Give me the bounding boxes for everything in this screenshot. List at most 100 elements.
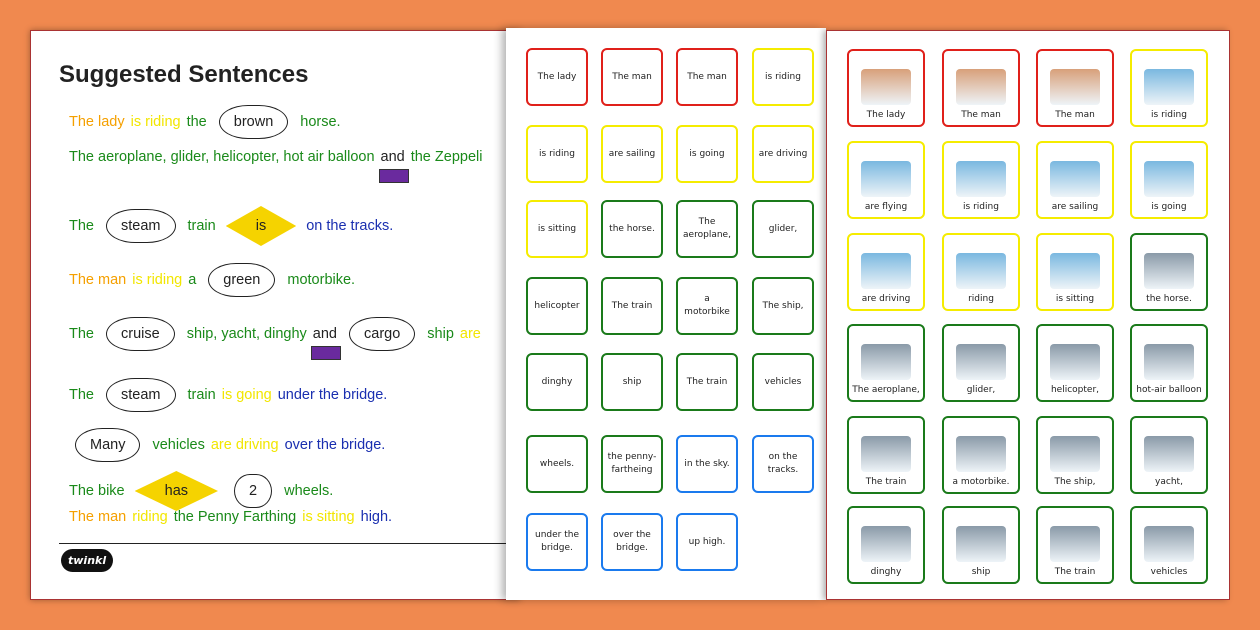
sentence-word: is riding bbox=[132, 272, 183, 288]
picture-card[interactable]: yacht, bbox=[1130, 416, 1208, 494]
cloud-word: cargo bbox=[349, 317, 416, 351]
old-ship-icon bbox=[956, 526, 1006, 562]
sentence-word: the Zeppeli bbox=[410, 149, 483, 165]
dinghy-icon bbox=[861, 526, 911, 562]
picture-card[interactable]: The train bbox=[1036, 506, 1114, 584]
word-card[interactable]: is riding bbox=[752, 48, 814, 106]
picture-card[interactable]: riding bbox=[942, 233, 1020, 311]
picture-card-label: helicopter, bbox=[1050, 385, 1100, 395]
picture-card-label: is riding bbox=[963, 202, 999, 212]
picture-card[interactable]: a motorbike. bbox=[942, 416, 1020, 494]
picture-card[interactable]: are flying bbox=[847, 141, 925, 219]
word-card[interactable]: helicopter bbox=[526, 277, 588, 335]
train-icon bbox=[1050, 526, 1100, 562]
helicopter-icon bbox=[1050, 344, 1100, 380]
word-card[interactable]: under the bridge. bbox=[526, 513, 588, 571]
word-card[interactable]: The aeroplane, bbox=[676, 200, 738, 258]
picture-card[interactable]: are sailing bbox=[1036, 141, 1114, 219]
sentence-word: The bbox=[69, 326, 94, 342]
picture-card-label: hot-air balloon bbox=[1136, 385, 1202, 395]
word-card[interactable]: the penny-fartheing bbox=[601, 435, 663, 493]
sentence-word: The bbox=[69, 218, 94, 234]
picture-card[interactable]: the horse. bbox=[1130, 233, 1208, 311]
picture-card[interactable]: is going bbox=[1130, 141, 1208, 219]
picture-card[interactable]: The ship, bbox=[1036, 416, 1114, 494]
lady-icon bbox=[861, 69, 911, 105]
word-card[interactable]: on the tracks. bbox=[752, 435, 814, 493]
word-card[interactable]: a motorbike bbox=[676, 277, 738, 335]
sentence-word: are bbox=[459, 326, 481, 342]
picture-card[interactable]: vehicles bbox=[1130, 506, 1208, 584]
word-card[interactable]: vehicles bbox=[752, 353, 814, 411]
word-card[interactable]: is going bbox=[676, 125, 738, 183]
word-card[interactable]: the horse. bbox=[601, 200, 663, 258]
sentence-word: on the tracks. bbox=[306, 218, 394, 234]
cyclist-icon bbox=[956, 161, 1006, 197]
picture-card[interactable]: The man bbox=[942, 49, 1020, 127]
vehicles-icon bbox=[1144, 526, 1194, 562]
picture-card[interactable]: hot-air balloon bbox=[1130, 324, 1208, 402]
picture-card[interactable]: glider, bbox=[942, 324, 1020, 402]
word-card[interactable]: The train bbox=[676, 353, 738, 411]
cloud-word: 2 bbox=[234, 474, 273, 508]
ship-icon bbox=[1050, 436, 1100, 472]
sentence-word: the Penny Farthing bbox=[173, 509, 297, 525]
glider-icon bbox=[956, 344, 1006, 380]
word-card[interactable]: glider, bbox=[752, 200, 814, 258]
picture-card-label: The train bbox=[1054, 567, 1096, 577]
word-card[interactable]: The man bbox=[676, 48, 738, 106]
cloud-word: steam bbox=[106, 209, 176, 243]
word-card[interactable]: The lady bbox=[526, 48, 588, 106]
word-card[interactable]: dinghy bbox=[526, 353, 588, 411]
word-card[interactable]: wheels. bbox=[526, 435, 588, 493]
word-card[interactable]: is sitting bbox=[526, 200, 588, 258]
picture-card-label: vehicles bbox=[1150, 567, 1188, 577]
picture-card[interactable]: are driving bbox=[847, 233, 925, 311]
conjunction-box bbox=[310, 346, 341, 360]
diamond-word: has bbox=[134, 471, 219, 511]
word-card[interactable]: up high. bbox=[676, 513, 738, 571]
picture-card-label: yacht, bbox=[1155, 477, 1183, 487]
picture-card-label: The man bbox=[961, 110, 1001, 120]
word-card[interactable]: in the sky. bbox=[676, 435, 738, 493]
word-card[interactable]: is riding bbox=[526, 125, 588, 183]
picture-card-label: riding bbox=[968, 294, 994, 304]
picture-card[interactable]: The lady bbox=[847, 49, 925, 127]
word-card[interactable]: The man bbox=[601, 48, 663, 106]
sentence-word: wheels. bbox=[284, 483, 334, 499]
picture-card[interactable]: The train bbox=[847, 416, 925, 494]
hot-air-balloon-icon bbox=[1144, 344, 1194, 380]
yacht-icon bbox=[1144, 436, 1194, 472]
picture-card[interactable]: dinghy bbox=[847, 506, 925, 584]
cloud-word: brown bbox=[218, 105, 289, 139]
picture-card[interactable]: is sitting bbox=[1036, 233, 1114, 311]
cloud-word: green bbox=[208, 263, 276, 297]
word-card[interactable]: are sailing bbox=[601, 125, 663, 183]
sentence-word: riding bbox=[132, 509, 168, 525]
horse-icon bbox=[1144, 253, 1194, 289]
word-card[interactable]: The train bbox=[601, 277, 663, 335]
word-card[interactable]: over the bridge. bbox=[601, 513, 663, 571]
picture-card-label: The man bbox=[1055, 110, 1095, 120]
picture-card[interactable]: The man bbox=[1036, 49, 1114, 127]
word-card[interactable]: The ship, bbox=[752, 277, 814, 335]
sentence-word: ship bbox=[427, 326, 454, 342]
picture-card[interactable]: The aeroplane, bbox=[847, 324, 925, 402]
picture-card-label: are sailing bbox=[1051, 202, 1099, 212]
picture-card[interactable]: is riding bbox=[1130, 49, 1208, 127]
word-card[interactable]: are driving bbox=[752, 125, 814, 183]
arrow-right-icon bbox=[1144, 161, 1194, 197]
sailboat-icon bbox=[1050, 161, 1100, 197]
picture-card[interactable]: ship bbox=[942, 506, 1020, 584]
picture-card[interactable]: is riding bbox=[942, 141, 1020, 219]
cloud-word: Many bbox=[75, 428, 141, 462]
word-card[interactable]: ship bbox=[601, 353, 663, 411]
picture-card[interactable]: helicopter, bbox=[1036, 324, 1114, 402]
picture-card-label: are driving bbox=[861, 294, 911, 304]
